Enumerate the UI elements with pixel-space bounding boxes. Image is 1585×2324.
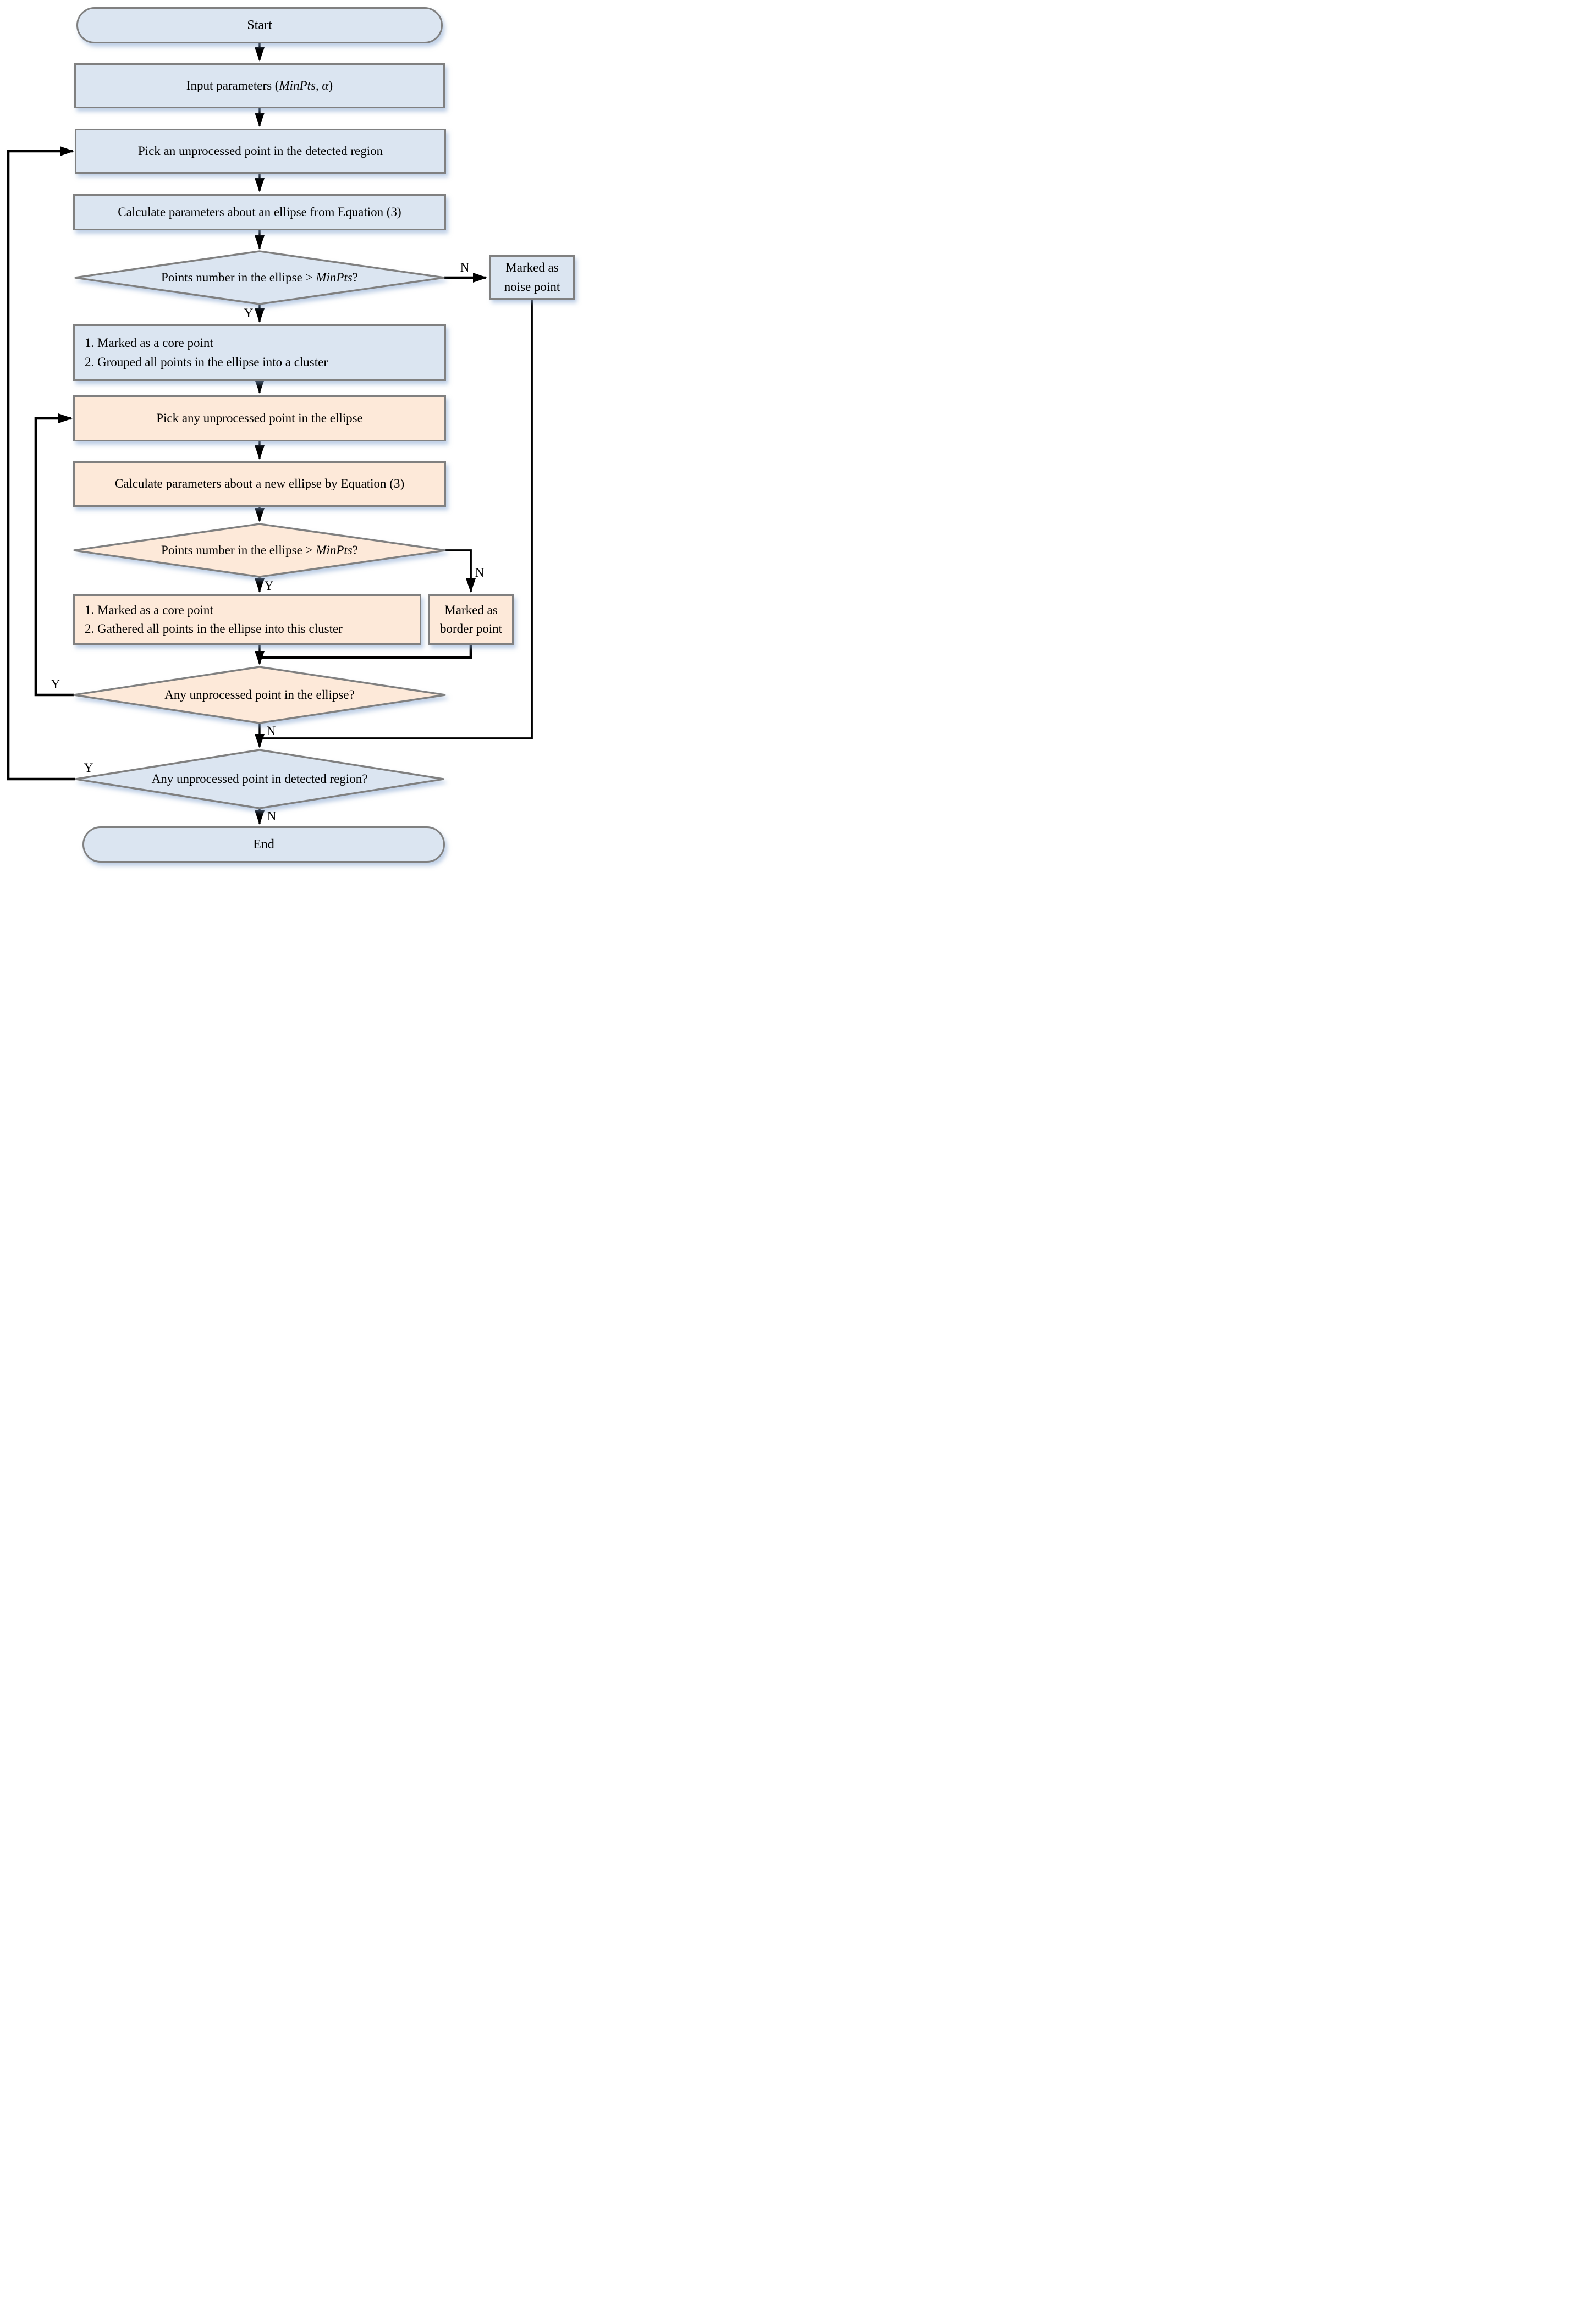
branch-label-n: N (267, 809, 277, 823)
text-part: 1. Marked as a core point (85, 336, 213, 350)
text-part: 1. Marked as a core point (85, 603, 213, 617)
text-part: Pick any unprocessed point in the ellips… (156, 411, 363, 425)
text-part: MinPts, α (279, 78, 329, 92)
node-decision-any-ellipse-shape (73, 666, 446, 724)
node-core-point-2-text: 1. Marked as a core point 2. Gathered all… (85, 601, 343, 639)
node-input-parameters: Input parameters (MinPts, α) (74, 63, 445, 108)
text-part: Points number in the ellipse > (161, 271, 316, 285)
node-core-point-1-text: 1. Marked as a core point 2. Grouped all … (85, 334, 328, 372)
text-part: Marked as noise point (504, 261, 560, 294)
node-decision-any-region: Any unprocessed point in detected region… (152, 771, 368, 787)
node-calc-ellipse-text: Calculate parameters about an ellipse fr… (118, 203, 401, 222)
node-calc-new-ellipse-text: Calculate parameters about a new ellipse… (115, 474, 404, 494)
node-start-text: Start (247, 15, 272, 35)
text-part: ? (352, 271, 358, 285)
text-part: 2. Gathered all points in the ellipse in… (85, 622, 343, 636)
text-part: Input parameters ( (186, 78, 279, 92)
node-pick-point-ellipse-text: Pick any unprocessed point in the ellips… (156, 409, 363, 428)
text-part: ) (328, 78, 333, 92)
text-part: End (253, 837, 274, 852)
diamond-group (73, 250, 446, 809)
edge-decision2-n-to-border (445, 549, 476, 593)
edge-border-join (258, 645, 472, 659)
node-end-text: End (253, 835, 274, 854)
node-decision-minpts-1: Points number in the ellipse > MinPts? (161, 270, 358, 285)
node-decision-minpts-2: Points number in the ellipse > MinPts? (161, 543, 358, 558)
branch-label-y: Y (51, 677, 60, 691)
node-end: End (82, 826, 445, 863)
branch-label-n: N (266, 724, 276, 738)
node-pick-point-ellipse: Pick any unprocessed point in the ellips… (73, 395, 446, 441)
flowchart-edges-layer (7, 43, 533, 825)
branch-label-y: Y (84, 761, 93, 775)
text-part: Calculate parameters about an ellipse fr… (118, 205, 401, 219)
text-part: Pick an unprocessed point in the detecte… (137, 143, 383, 158)
branch-label-n: N (460, 261, 470, 274)
node-decision-minpts-1-shape (74, 250, 445, 305)
text-part: Start (247, 18, 272, 32)
node-decision-any-ellipse: Any unprocessed point in the ellipse? (164, 687, 355, 703)
node-border-point-text: Marked as border point (430, 601, 512, 639)
branch-label-y: Y (244, 306, 254, 320)
node-calc-ellipse: Calculate parameters about an ellipse fr… (73, 194, 446, 230)
branch-label-n: N (475, 566, 485, 579)
edge-group (7, 43, 533, 825)
node-input-parameters-text: Input parameters (MinPts, α) (186, 76, 333, 96)
text-part: Any unprocessed point in the ellipse? (164, 688, 355, 702)
node-core-point-2: 1. Marked as a core point 2. Gathered all… (73, 594, 421, 645)
node-core-point-1: 1. Marked as a core point 2. Grouped all … (73, 324, 446, 381)
text-part: Any unprocessed point in detected region… (151, 772, 368, 786)
node-pick-point-region-text: Pick an unprocessed point in the detecte… (138, 142, 383, 161)
text-part: Points number in the ellipse > (161, 543, 316, 557)
node-border-point: Marked as border point (428, 594, 514, 645)
edge-noise-join (258, 300, 533, 739)
text-part: MinPts (316, 271, 353, 285)
node-noise-point-text: Marked as noise point (491, 258, 573, 296)
node-decision-minpts-2-shape (73, 523, 446, 578)
text-part: ? (352, 543, 358, 557)
text-part: Calculate parameters about a new ellipse… (114, 477, 405, 491)
node-pick-point-region: Pick an unprocessed point in the detecte… (75, 129, 446, 174)
node-decision-any-region-shape (75, 749, 444, 809)
branch-label-y: Y (264, 579, 274, 593)
node-calc-new-ellipse: Calculate parameters about a new ellipse… (73, 461, 446, 507)
text-part: 2. Grouped all points in the ellipse int… (85, 355, 328, 369)
text-part: Marked as border point (439, 603, 503, 636)
text-part: MinPts (316, 543, 353, 557)
edge-decision4-y-loop (7, 146, 75, 781)
node-noise-point: Marked as noise point (489, 255, 575, 300)
node-start: Start (76, 7, 443, 43)
edge-decision3-y-loop (34, 413, 74, 697)
